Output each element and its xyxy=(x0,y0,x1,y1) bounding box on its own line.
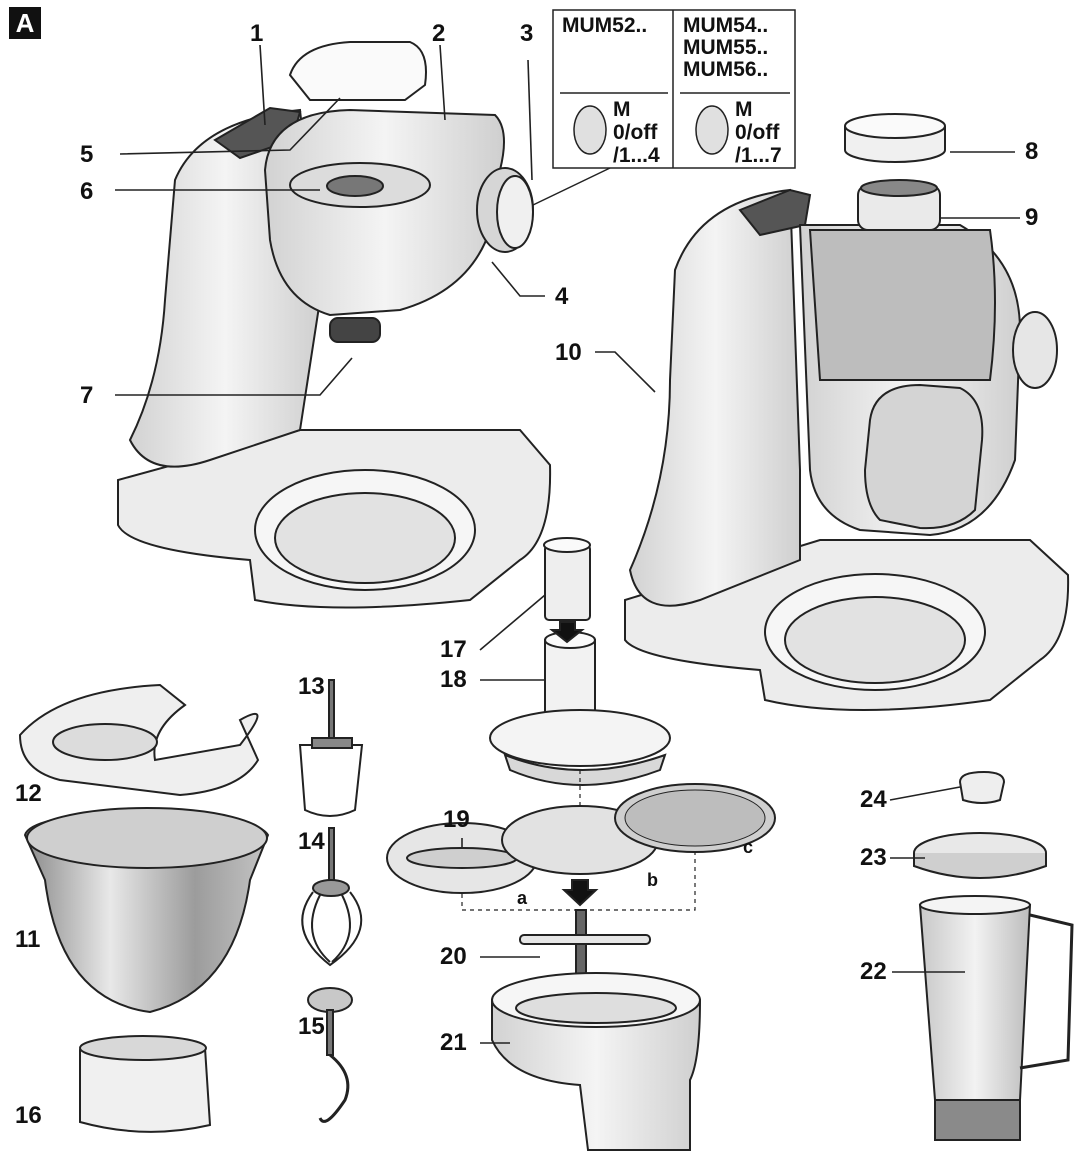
part-label-20: 20 xyxy=(440,943,467,970)
part-label-13: 13 xyxy=(298,673,325,700)
setting-range-left: M 0/off /1...4 xyxy=(613,98,660,168)
drive-shaft-20-bar xyxy=(519,934,651,945)
leader-lines xyxy=(115,44,1020,1044)
dough-hook-15 xyxy=(318,1053,350,1123)
part-label-18: 18 xyxy=(440,666,467,693)
part-label-7: 7 xyxy=(80,382,94,409)
arrow-down-1 xyxy=(561,879,599,907)
disc-label-a: a xyxy=(517,888,528,908)
left-bowl-seat-inner xyxy=(274,492,456,584)
model-box xyxy=(532,9,796,206)
right-column xyxy=(628,188,801,607)
left-main-drive xyxy=(329,317,381,343)
blender xyxy=(913,770,1074,1141)
part-label-9: 9 xyxy=(1025,204,1039,231)
disc-processor xyxy=(386,537,776,1151)
measuring-cap-24 xyxy=(958,770,1006,804)
dough-hook-hub-15 xyxy=(307,987,353,1013)
model-label-mum54-56: MUM54.. MUM55.. MUM56.. xyxy=(683,14,769,82)
blender-jar-22 xyxy=(918,904,1032,1106)
left-speed-dial-face xyxy=(496,175,534,249)
accessories-left xyxy=(18,679,364,1133)
part-label-11: 11 xyxy=(15,926,41,953)
processor-bowl-21 xyxy=(491,999,702,1151)
left-drive-cover xyxy=(288,41,427,101)
mixer-right xyxy=(624,113,1070,711)
beater-shaft-13 xyxy=(328,679,335,741)
model-dial-left-icon xyxy=(573,105,607,155)
part-label-21: 21 xyxy=(440,1029,467,1056)
part-label-23: 23 xyxy=(860,844,887,871)
cap-8-top xyxy=(844,113,946,139)
processor-lid-18 xyxy=(489,709,671,767)
part-label-22: 22 xyxy=(860,958,887,985)
disc-label-c: c xyxy=(743,837,754,857)
part-label-24: 24 xyxy=(860,786,887,813)
part-label-16: 16 xyxy=(15,1102,42,1129)
part-label-1: 1 xyxy=(250,20,264,47)
part-label-6: 6 xyxy=(80,178,94,205)
right-head-panel xyxy=(808,229,996,381)
right-top-handle xyxy=(738,188,812,237)
right-drive-9-top xyxy=(860,179,938,197)
part-label-19: 19 xyxy=(443,806,470,833)
disc-label-b: b xyxy=(647,870,658,890)
right-speed-dial xyxy=(1012,311,1058,389)
pusher-17 xyxy=(544,544,591,621)
part-label-5: 5 xyxy=(80,141,94,168)
left-head xyxy=(263,108,505,317)
whisk-shaft-14 xyxy=(328,827,335,884)
model-label-mum52: MUM52.. xyxy=(562,14,648,37)
blender-base xyxy=(934,1099,1021,1141)
part-label-3: 3 xyxy=(520,20,534,47)
arrow-down-2 xyxy=(549,621,585,644)
setting-range-right: M 0/off /1...7 xyxy=(735,98,782,168)
part-label-17: 17 xyxy=(440,636,467,663)
part-label-14: 14 xyxy=(298,828,325,855)
part-label-10: 10 xyxy=(555,339,582,366)
part-label-8: 8 xyxy=(1025,138,1039,165)
beater-13 xyxy=(298,744,364,817)
part-label-2: 2 xyxy=(432,20,446,47)
part-label-12: 12 xyxy=(15,780,42,807)
left-drive-outlet-6-core xyxy=(326,175,384,197)
right-bowl-seat-inner xyxy=(784,596,966,684)
part-label-4: 4 xyxy=(555,283,569,310)
whisk-hub-14 xyxy=(312,879,350,897)
blender-jar-handle xyxy=(1019,913,1074,1070)
mixer-left xyxy=(117,41,552,609)
whisk-14 xyxy=(301,891,363,967)
right-cover-plate xyxy=(863,383,984,530)
figure-badge: A xyxy=(9,7,41,39)
part-label-15: 15 xyxy=(298,1013,325,1040)
model-dial-right-icon xyxy=(695,105,729,155)
